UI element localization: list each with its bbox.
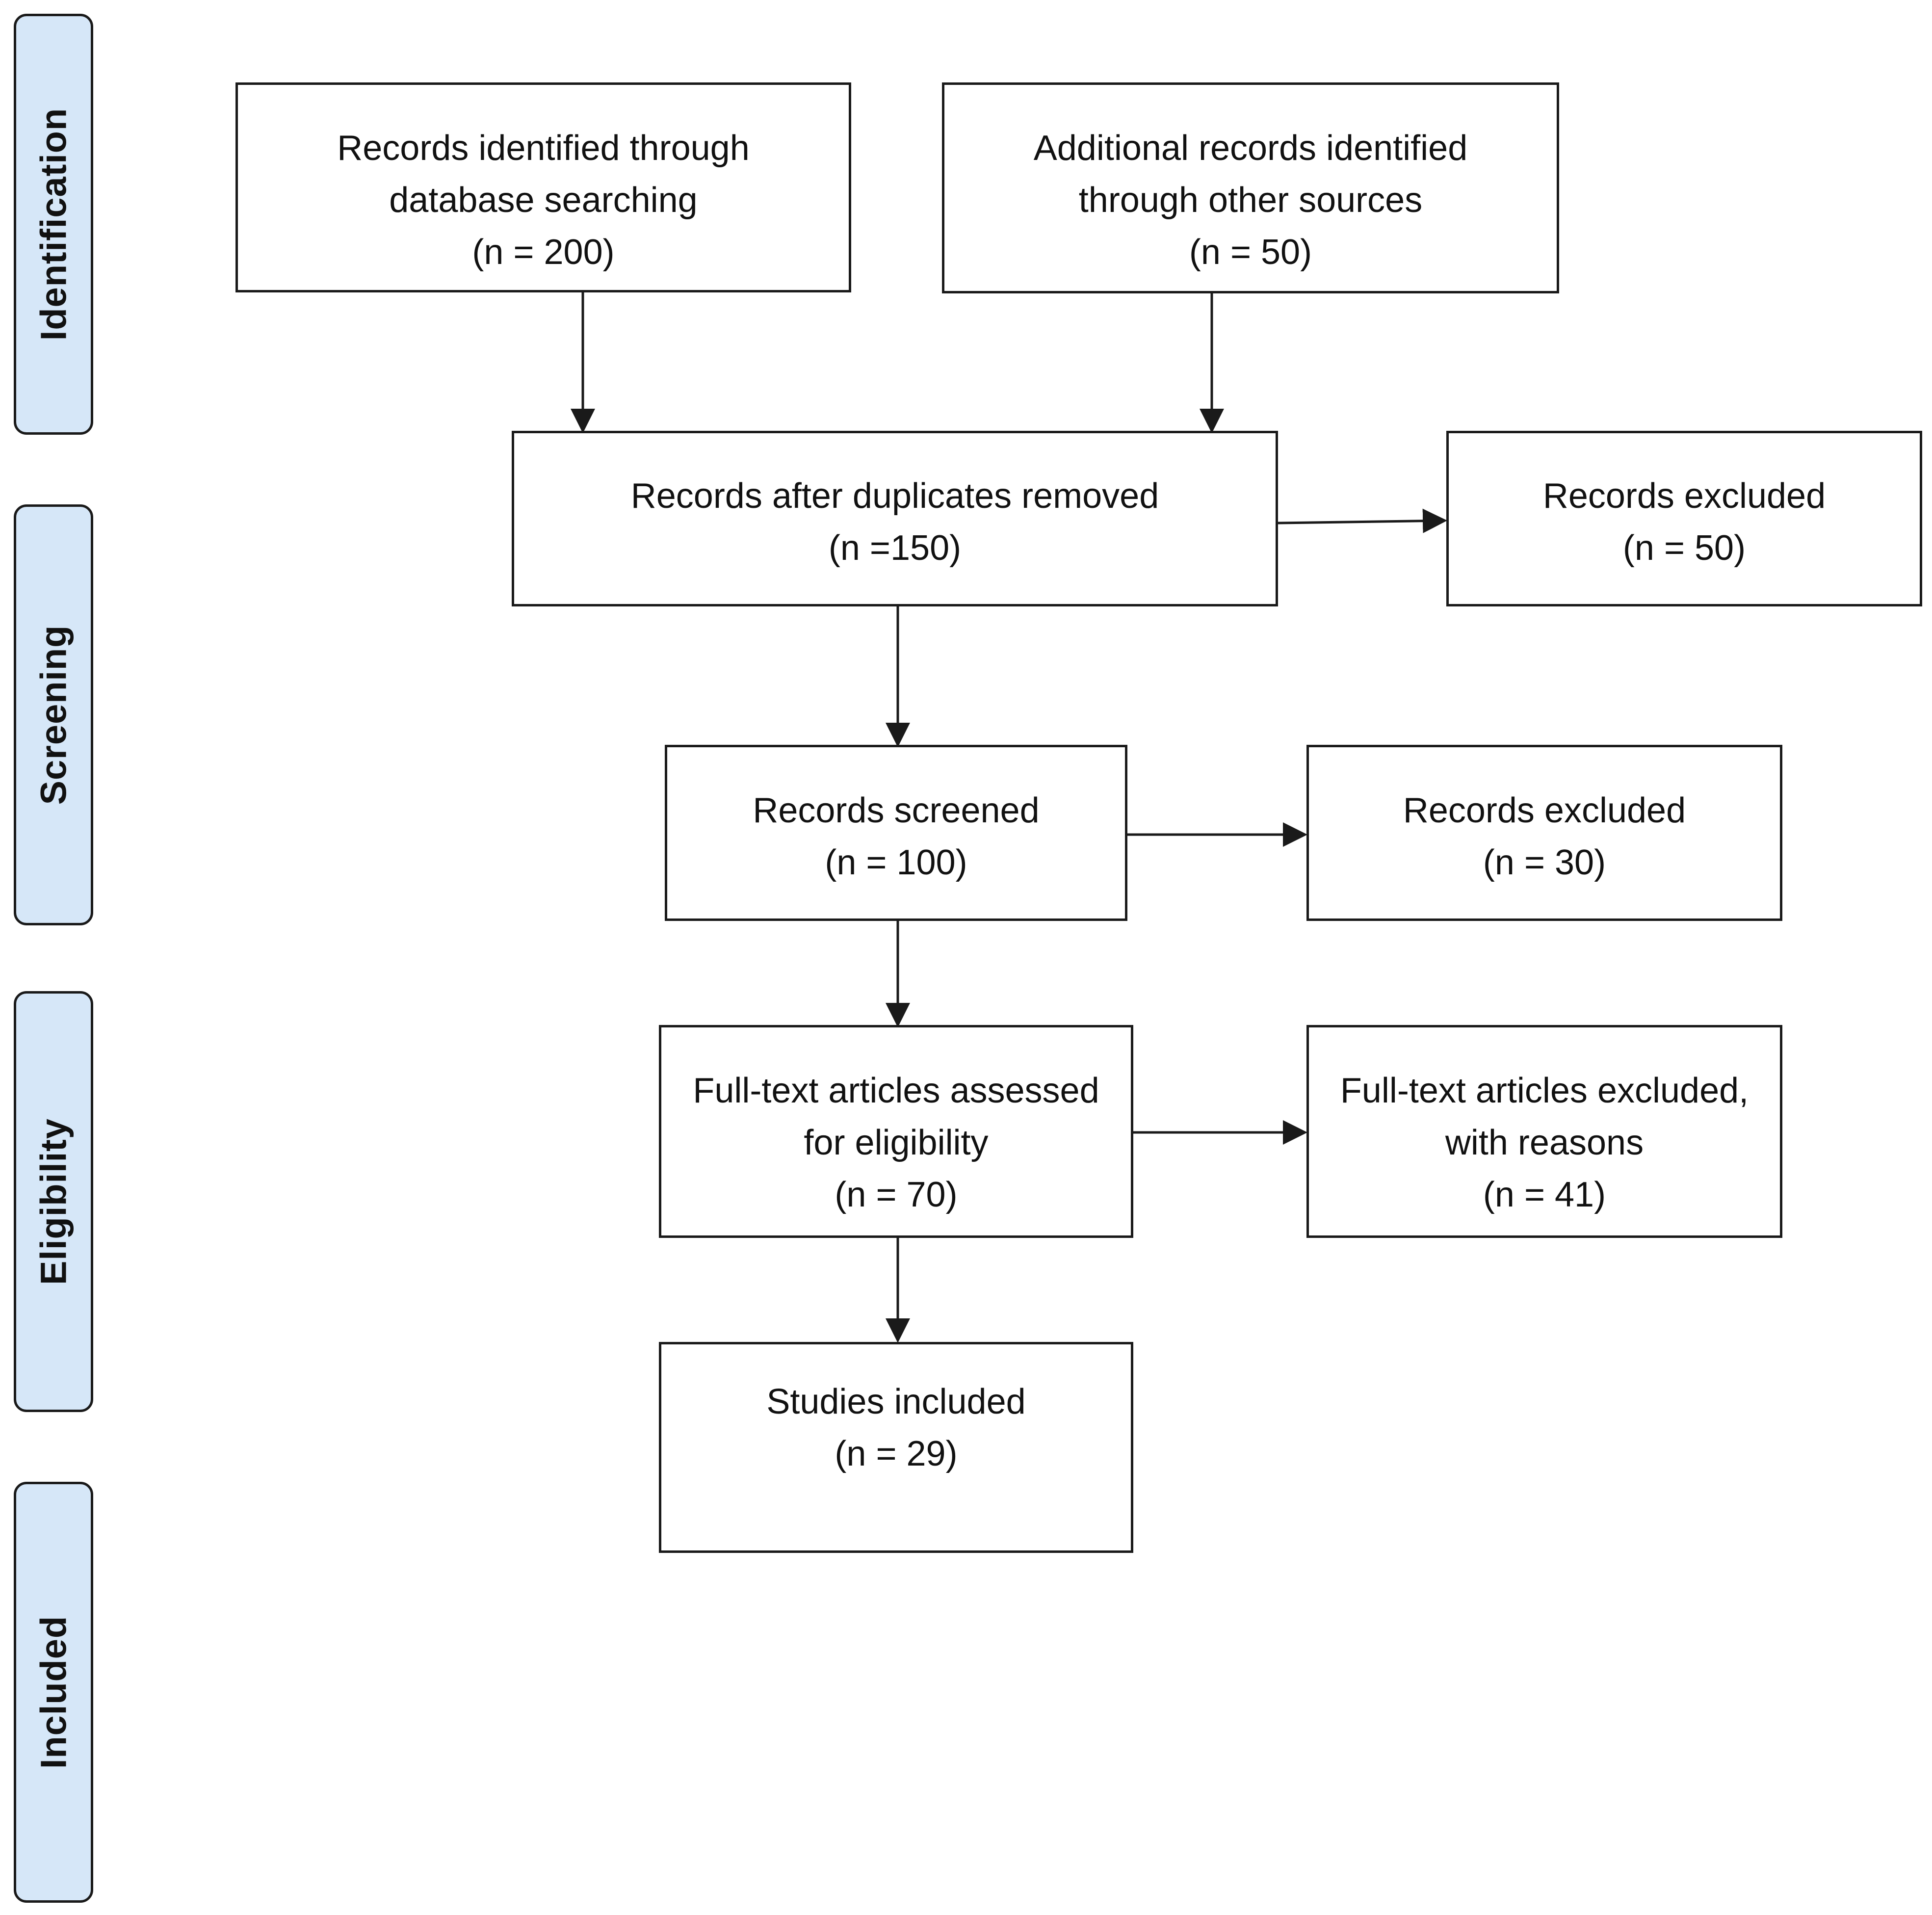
after-duplicates-line1: Records after duplicates removed <box>630 476 1159 516</box>
fulltext-assessed-line1: Full-text articles assessed <box>693 1071 1099 1110</box>
excluded-duplicates-line1: Records excluded <box>1542 476 1826 516</box>
stage-screening: Screening <box>14 504 93 925</box>
stage-identification: Identification <box>14 14 93 435</box>
database-search-line2: database searching <box>389 181 698 220</box>
fulltext-excluded-count: (n = 41) <box>1483 1175 1606 1214</box>
excluded-screening-line1: Records excluded <box>1403 791 1686 830</box>
screened-count: (n = 100) <box>825 843 967 882</box>
box-screened: Records screened (n = 100) <box>665 745 1127 921</box>
other-sources-line2: through other sources <box>1078 181 1423 220</box>
box-database-search: Records identified through database sear… <box>235 82 851 292</box>
fulltext-excluded-line1: Full-text articles excluded, <box>1340 1071 1749 1110</box>
arrow-deduplicated-to-excluded <box>1278 508 1447 533</box>
box-other-sources: Additional records identified through ot… <box>942 82 1559 293</box>
box-fulltext-assessed: Full-text articles assessed for eligibil… <box>659 1025 1133 1238</box>
box-fulltext-excluded: Full-text articles excluded, with reason… <box>1306 1025 1782 1238</box>
database-search-line1: Records identified through <box>337 129 750 168</box>
database-search-count: (n = 200) <box>472 233 615 272</box>
fulltext-excluded-line2: with reasons <box>1445 1123 1644 1162</box>
stage-eligibility: Eligibility <box>14 991 93 1412</box>
box-after-duplicates: Records after duplicates removed (n =150… <box>512 431 1278 606</box>
studies-included-count: (n = 29) <box>835 1434 958 1473</box>
studies-included-line1: Studies included <box>766 1382 1026 1421</box>
box-studies-included: Studies included (n = 29) <box>659 1342 1133 1553</box>
other-sources-line1: Additional records identified <box>1033 129 1468 168</box>
other-sources-count: (n = 50) <box>1189 233 1312 272</box>
excluded-screening-count: (n = 30) <box>1483 843 1606 882</box>
fulltext-assessed-count: (n = 70) <box>835 1175 958 1214</box>
stage-included: Included <box>14 1482 93 1903</box>
screened-line1: Records screened <box>753 791 1040 830</box>
box-excluded-duplicates: Records excluded (n = 50) <box>1446 431 1922 606</box>
excluded-duplicates-count: (n = 50) <box>1622 528 1746 568</box>
fulltext-assessed-line2: for eligibility <box>804 1123 989 1162</box>
box-excluded-screening: Records excluded (n = 30) <box>1306 745 1782 921</box>
after-duplicates-count: (n =150) <box>828 528 962 568</box>
